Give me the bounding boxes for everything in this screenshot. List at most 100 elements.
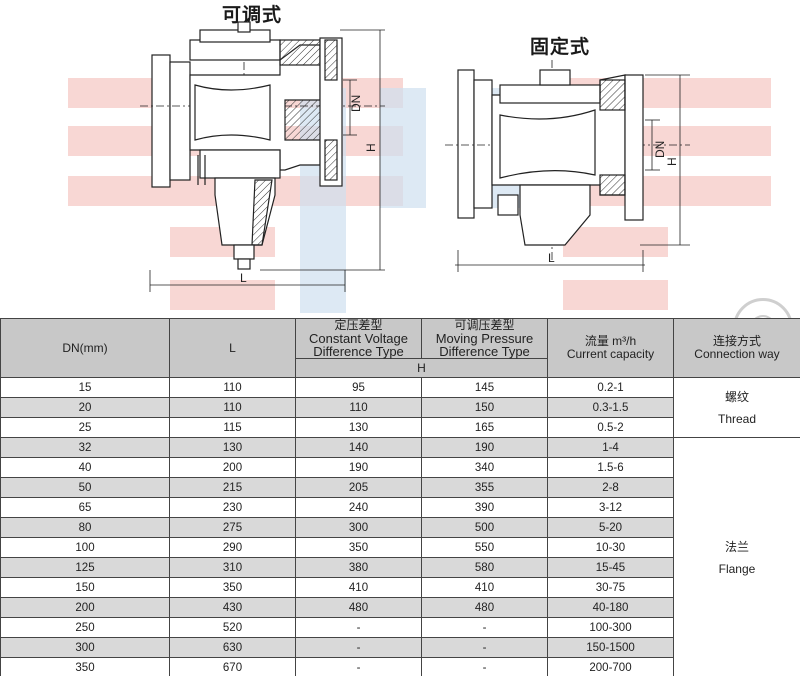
header-constant-cn: 定压差型 <box>334 318 383 332</box>
cell-h-moving: 340 <box>421 457 548 478</box>
watermark-bar <box>563 280 668 310</box>
cell-h-moving: 500 <box>421 517 548 538</box>
header-moving-en1: Moving Pressure <box>435 331 534 346</box>
connection-thread-cn: 螺纹 <box>724 389 749 404</box>
cell-h-constant: 300 <box>295 517 422 538</box>
cell-h-moving: - <box>421 617 548 638</box>
header-conn-cn: 连接方式 <box>712 334 761 348</box>
cell-h-constant: 110 <box>295 397 422 418</box>
header-moving-en2: Difference Type <box>439 344 530 359</box>
cell-dn: 150 <box>0 577 170 598</box>
cell-flow: 5-20 <box>547 517 674 538</box>
header-constant-en2: Difference Type <box>313 344 404 359</box>
cell-l: 110 <box>169 397 296 418</box>
cell-h-moving: 150 <box>421 397 548 418</box>
cell-l: 215 <box>169 477 296 498</box>
header-flow: 流量 m³/h Current capacity <box>547 318 674 378</box>
header-l: L <box>169 318 296 378</box>
cell-flow: 1-4 <box>547 437 674 458</box>
cell-flow: 0.5-2 <box>547 417 674 438</box>
cell-dn: 25 <box>0 417 170 438</box>
cell-l: 230 <box>169 497 296 518</box>
header-h: H <box>295 358 548 378</box>
dim-label-dn-adjustable: DN <box>349 95 363 112</box>
cell-l: 115 <box>169 417 296 438</box>
cell-flow: 40-180 <box>547 597 674 618</box>
cell-h-moving: 145 <box>421 377 548 398</box>
cell-h-moving: 410 <box>421 577 548 598</box>
adjustable-caption: 可调式 <box>222 5 283 26</box>
table-header-row: H <box>1 358 800 378</box>
cell-flow: 100-300 <box>547 617 674 638</box>
spec-table: DN(mm) L 定压差型 Constant Voltage Differenc… <box>0 318 800 676</box>
cell-flow: 200-700 <box>547 657 674 676</box>
cell-h-constant: 205 <box>295 477 422 498</box>
cell-h-constant: 480 <box>295 597 422 618</box>
table-header-row: DN(mm) L 定压差型 Constant Voltage Differenc… <box>0 318 800 378</box>
cell-flow: 1.5-6 <box>547 457 674 478</box>
header-flow-cn: 流量 m³/h <box>584 334 637 348</box>
adjustable-valve-drawing <box>140 21 385 292</box>
cell-dn: 300 <box>0 637 170 658</box>
cell-flow: 0.3-1.5 <box>547 397 674 418</box>
cell-h-moving: 390 <box>421 497 548 518</box>
cell-h-moving: - <box>421 637 548 658</box>
cell-h-constant: - <box>295 637 422 658</box>
connection-flange-cn: 法兰 <box>724 539 749 554</box>
cell-h-constant: 140 <box>295 437 422 458</box>
cell-l: 110 <box>169 377 296 398</box>
cell-l: 130 <box>169 437 296 458</box>
cell-h-constant: 190 <box>295 457 422 478</box>
cell-l: 630 <box>169 637 296 658</box>
cell-l: 275 <box>169 517 296 538</box>
watermark-bar <box>563 227 668 257</box>
drawing-area: 可调式 固定式 <box>0 0 800 318</box>
cell-h-constant: 130 <box>295 417 422 438</box>
cell-h-moving: 480 <box>421 597 548 618</box>
header-conn-en: Connection way <box>694 347 780 361</box>
valve-drawings-svg: DN H L DN H <box>140 21 690 292</box>
cell-dn: 65 <box>0 497 170 518</box>
fixed-valve-drawing <box>445 60 690 272</box>
header-moving-type: 可调压差型 Moving Pressure Difference Type <box>421 318 548 359</box>
dim-label-dn-fixed: DN <box>653 141 667 158</box>
cell-h-constant: 380 <box>295 557 422 578</box>
cell-h-moving: 190 <box>421 437 548 458</box>
cell-l: 430 <box>169 597 296 618</box>
cell-h-moving: 550 <box>421 537 548 558</box>
dim-label-h-fixed: H <box>665 157 679 166</box>
cell-dn: 125 <box>0 557 170 578</box>
cell-flow: 2-8 <box>547 477 674 498</box>
cell-dn: 80 <box>0 517 170 538</box>
cell-h-moving: 165 <box>421 417 548 438</box>
cell-dn: 15 <box>0 377 170 398</box>
cell-h-constant: - <box>295 617 422 638</box>
cell-flow: 30-75 <box>547 577 674 598</box>
connection-thread-en: Thread <box>717 411 757 426</box>
cell-dn: 200 <box>0 597 170 618</box>
dim-label-l-fixed: L <box>548 251 555 265</box>
cell-dn: 32 <box>0 437 170 458</box>
fixed-caption: 固定式 <box>530 37 591 58</box>
cell-l: 520 <box>169 617 296 638</box>
header-dn: DN(mm) <box>0 318 170 378</box>
header-moving-cn: 可调压差型 <box>454 318 515 332</box>
cell-h-moving: - <box>421 657 548 676</box>
cell-h-constant: - <box>295 657 422 676</box>
cell-dn: 100 <box>0 537 170 558</box>
header-constant-en1: Constant Voltage <box>308 331 409 346</box>
cell-l: 670 <box>169 657 296 676</box>
cell-l: 290 <box>169 537 296 558</box>
cell-dn: 40 <box>0 457 170 478</box>
cell-flow: 3-12 <box>547 497 674 518</box>
header-constant-type: 定压差型 Constant Voltage Difference Type <box>295 318 422 359</box>
